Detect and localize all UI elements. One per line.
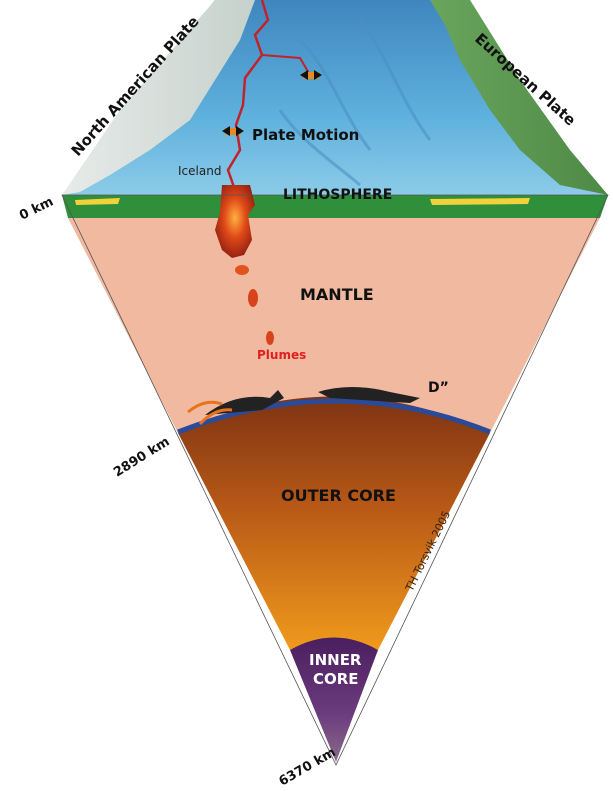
outer-core-label: OUTER CORE bbox=[281, 486, 396, 505]
depth-label-center: 6370 km bbox=[277, 745, 339, 789]
plume-blob-2 bbox=[248, 289, 258, 307]
plate-motion-label: Plate Motion bbox=[252, 126, 359, 144]
depth-label-cmb: 2890 km bbox=[111, 434, 172, 480]
lithosphere-label: LITHOSPHERE bbox=[283, 187, 392, 203]
plumes-label: Plumes bbox=[257, 348, 306, 362]
inner-core-label-line2: CORE bbox=[313, 670, 359, 688]
iceland-label: Iceland bbox=[178, 164, 221, 178]
mantle-label: MANTLE bbox=[300, 285, 374, 304]
inner-core-label-line1: INNER bbox=[309, 651, 362, 669]
depth-label-surface: 0 km bbox=[17, 194, 56, 223]
plume-blob-3 bbox=[266, 331, 274, 345]
earth-surface-map bbox=[62, 0, 608, 195]
d-double-prime-label: D” bbox=[428, 380, 449, 396]
plume-blob-1 bbox=[235, 265, 249, 275]
